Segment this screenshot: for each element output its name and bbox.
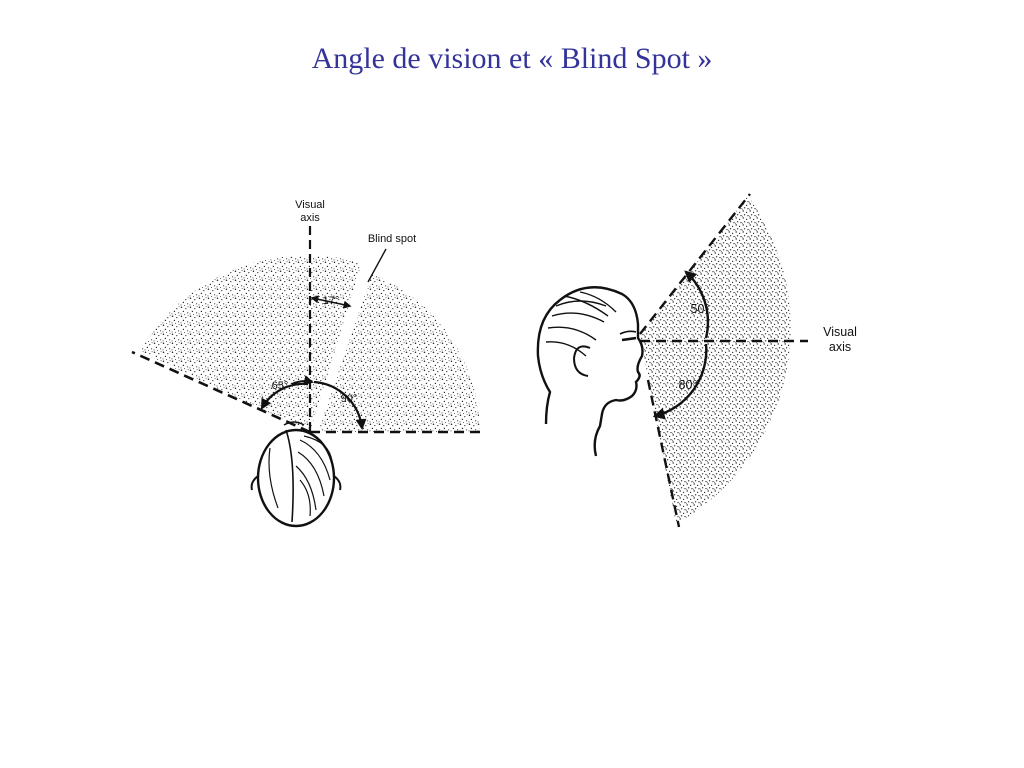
blind-spot-gap <box>310 262 374 432</box>
lower-limit-line <box>646 379 681 528</box>
angle-80-arc <box>652 343 708 420</box>
slide-title: Angle de vision et « Blind Spot » <box>311 42 713 75</box>
angle-80-label: 80° <box>679 378 698 392</box>
angle-65-label: 65° <box>272 380 289 392</box>
blind-spot-label: Blind spot <box>368 233 416 245</box>
angle-17-arrow <box>310 295 352 309</box>
top-visual-axis-label-line1: Visual <box>295 199 325 211</box>
vertical-vision-sector <box>640 196 791 524</box>
right-vision-sector <box>318 274 480 432</box>
head-profile-icon <box>536 286 644 457</box>
side-view-diagram: Visual axis 50° 80° <box>536 193 857 528</box>
angle-90-arc <box>313 380 367 431</box>
blind-spot-pointer <box>367 248 387 283</box>
angle-50-label: 50° <box>691 302 710 316</box>
side-visual-axis-label-line1: Visual <box>823 325 857 339</box>
left-limit-line <box>131 350 311 434</box>
top-view-diagram: Visual axis Blind spot 17° 65° 90° <box>131 199 484 528</box>
top-visual-axis-label-line2: axis <box>300 212 320 224</box>
left-vision-sector <box>140 255 310 432</box>
angle-90-label: 90° <box>341 393 358 405</box>
head-top-view-icon <box>250 421 342 528</box>
angle-50-arc <box>684 270 710 339</box>
angle-65-arc <box>260 382 309 410</box>
upper-limit-line <box>639 193 751 335</box>
side-visual-axis-label-line2: axis <box>829 340 851 354</box>
angle-17-label: 17° <box>323 295 340 307</box>
angle-65-arc-tail <box>291 375 314 385</box>
